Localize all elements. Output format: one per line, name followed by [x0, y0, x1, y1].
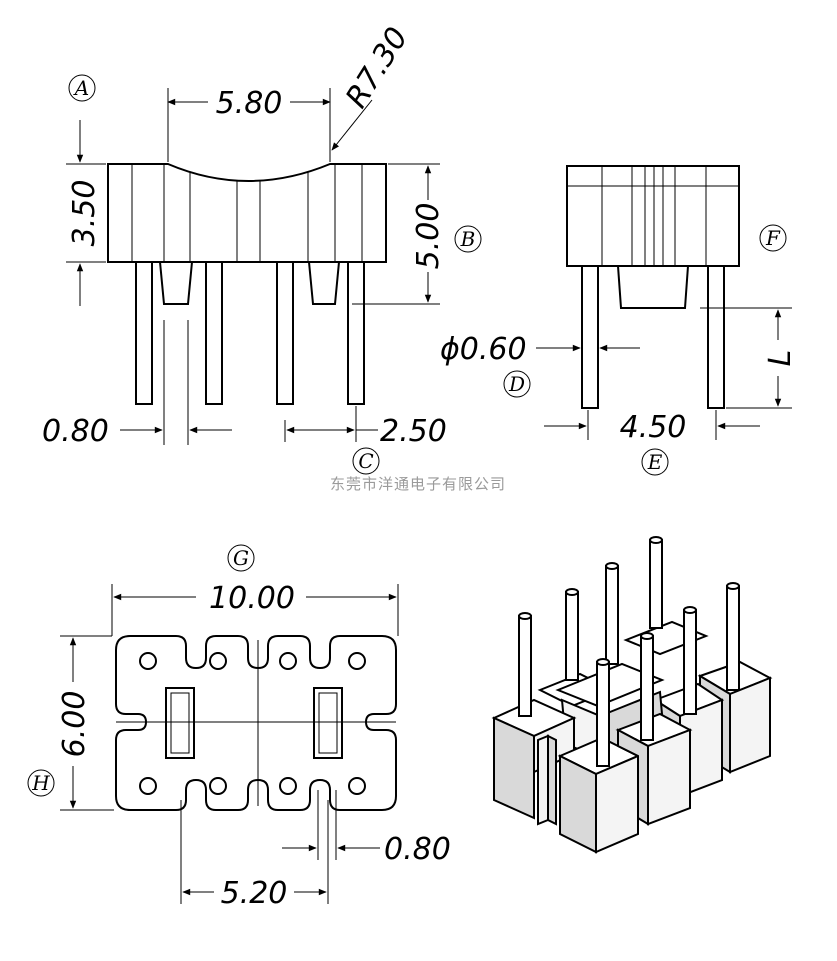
- iso-pin: [649, 536, 663, 629]
- iso-pin: [565, 588, 579, 681]
- pin-hole: [348, 777, 366, 795]
- dim-bottom-height: 6.00: [57, 691, 92, 758]
- iso-pin: [605, 562, 619, 665]
- callout-g: G: [233, 546, 249, 570]
- callout-c: C: [358, 449, 373, 473]
- iso-pin: [726, 582, 740, 691]
- isometric-view: [491, 536, 773, 854]
- dim-overall-height: 5.00: [411, 203, 446, 270]
- dim-bottom-slot-pitch: 5.20: [221, 876, 288, 911]
- side-pin: [581, 265, 599, 409]
- iso-pin: [640, 632, 654, 741]
- dim-front-top-width: 5.80: [216, 86, 283, 121]
- callout-b: B: [460, 227, 476, 251]
- dim-body-height: 3.50: [67, 180, 102, 247]
- pin-hole: [279, 777, 297, 795]
- pin-hole: [209, 777, 227, 795]
- bottom-view: 10.00 G 6.00 H 5.20 0.80: [27, 544, 451, 911]
- front-pin: [276, 261, 294, 405]
- front-view: 5.80 R7.30 3.50 5.00 0.80 2.50 A B C: [42, 21, 482, 475]
- bottom-slot: [165, 687, 195, 759]
- callout-a: A: [73, 76, 89, 100]
- pin-hole: [279, 652, 297, 670]
- dim-pin-pitch: 2.50: [380, 414, 447, 449]
- iso-pin: [683, 606, 697, 715]
- pin-hole: [139, 652, 157, 670]
- pin-hole: [139, 777, 157, 795]
- dim-pin-length: L: [763, 350, 798, 367]
- front-pin: [135, 261, 153, 405]
- side-pin: [707, 265, 725, 409]
- dim-bottom-width: 10.00: [209, 581, 295, 616]
- dim-bottom-slot-width: 0.80: [384, 832, 451, 867]
- callout-h: H: [31, 771, 50, 795]
- side-view: ϕ0.60 D L 4.50 E F: [440, 165, 798, 476]
- dim-pin-width: 0.80: [42, 414, 109, 449]
- company-watermark: 东莞市洋通电子有限公司: [330, 475, 506, 493]
- iso-pin: [596, 658, 610, 767]
- callout-e: E: [647, 450, 663, 474]
- pin-hole: [348, 652, 366, 670]
- dim-pin-diameter: ϕ0.60: [440, 332, 527, 367]
- front-pin: [347, 261, 365, 405]
- pin-hole: [209, 652, 227, 670]
- callout-d: D: [508, 372, 525, 396]
- dim-side-pin-span: 4.50: [620, 410, 687, 445]
- callout-f: F: [765, 226, 781, 250]
- bottom-slot: [313, 687, 343, 759]
- front-pin: [205, 261, 223, 405]
- iso-pin: [518, 612, 532, 717]
- dim-radius: R7.30: [339, 21, 415, 114]
